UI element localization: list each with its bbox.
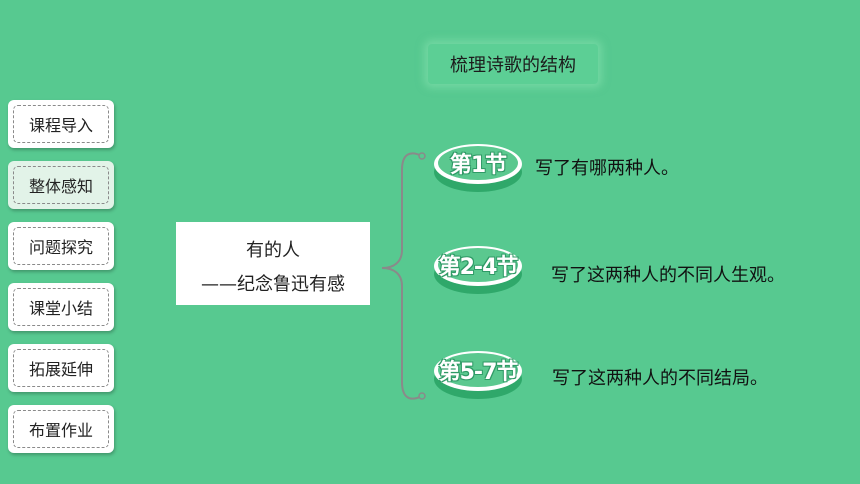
nav-item-overall-perception[interactable]: 整体感知 [8,161,114,209]
section-badge-label: 第2-4节 [438,255,519,280]
poem-title: 有的人 [246,240,300,261]
slide-title: 梳理诗歌的结构 [428,44,598,84]
section-badge-3: 第5-7节 [434,351,522,399]
section-desc-1: 写了有哪两种人。 [535,158,679,179]
nav-item-label: 整体感知 [13,166,109,204]
section-badge-2: 第2-4节 [434,246,522,294]
nav-item-question-inquiry[interactable]: 问题探究 [8,222,114,270]
nav-item-class-summary[interactable]: 课堂小结 [8,283,114,331]
nav-item-label: 课程导入 [13,105,109,143]
section-desc-2: 写了这两种人的不同人生观。 [551,265,785,286]
nav-item-extension[interactable]: 拓展延伸 [8,344,114,392]
poem-subtitle: ——纪念鲁迅有感 [201,274,345,295]
section-desc-3: 写了这两种人的不同结局。 [552,368,768,389]
section-badge-label: 第1节 [449,153,507,178]
nav-item-label: 拓展延伸 [13,349,109,387]
nav-item-label: 课堂小结 [13,288,109,326]
poem-title-box: 有的人 ——纪念鲁迅有感 [176,222,370,305]
nav-item-course-intro[interactable]: 课程导入 [8,100,114,148]
curly-brace-connector [381,152,426,400]
section-badge-1: 第1节 [434,144,522,192]
nav-item-label: 布置作业 [13,410,109,448]
nav-item-label: 问题探究 [13,227,109,265]
section-badge-label: 第5-7节 [438,360,519,385]
nav-item-homework[interactable]: 布置作业 [8,405,114,453]
